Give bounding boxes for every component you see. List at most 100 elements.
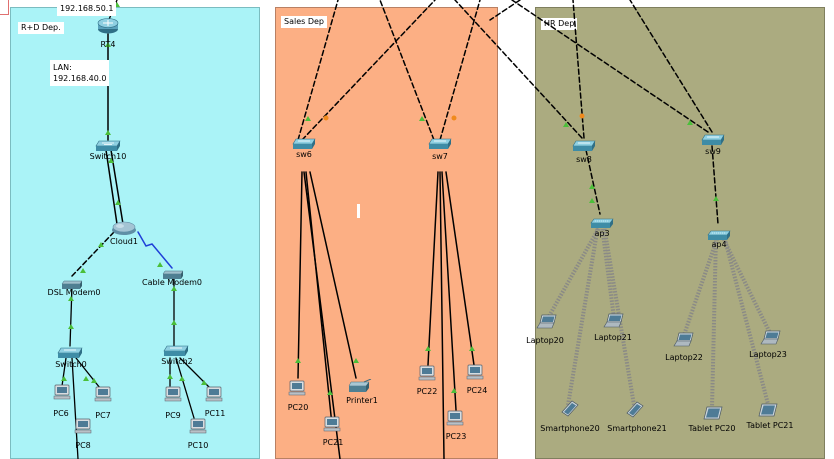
device-laptop22[interactable] [673,332,695,352]
zone-sales-label: Sales Dep [281,16,327,28]
label-laptop23: Laptop23 [749,350,787,359]
device-sw7[interactable] [428,136,452,155]
port-status-up [105,130,111,135]
lan-note: LAN: 192.168.40.0 [50,60,110,86]
link-sw7-up-a [379,0,435,141]
device-pc8[interactable] [74,418,92,438]
pc-icon [74,418,92,434]
device-sw6[interactable] [292,136,316,155]
label-laptop22: Laptop22 [665,353,703,362]
canvas-corner-mark [0,0,9,15]
port-status-up [327,390,333,395]
access-point-icon [590,218,614,228]
device-printer1[interactable] [348,378,372,397]
link-sw6-pc21 [305,171,333,426]
label-pc8: PC8 [75,441,91,450]
pc-icon [189,418,207,434]
wlink-ap3-laptop20 [546,225,602,319]
device-pc9[interactable] [164,386,182,406]
smartphone-icon [626,401,644,418]
port-status-up [353,358,359,363]
port-status-up [115,200,121,205]
port-status-up [167,374,173,379]
text-cursor [357,204,360,218]
device-pc11[interactable] [205,386,223,406]
device-laptop23[interactable] [760,330,782,350]
label-sw8: sw8 [576,155,592,164]
label-switch10: Switch10 [89,152,127,161]
device-pc10[interactable] [189,418,207,438]
link-sw8-up-a [454,0,583,139]
device-cable-modem0[interactable] [162,265,184,284]
device-laptop21[interactable] [603,313,625,333]
label-pc11: PC11 [204,409,226,418]
port-status-up [105,42,111,47]
pc-icon [446,410,464,426]
label-sw9: sw9 [705,147,721,156]
link-sw6-pc21-extra [303,171,341,459]
link-sw9-up-a [511,0,709,133]
device-ap3[interactable] [590,214,614,233]
port-status-up [83,376,89,381]
switch-icon [163,345,189,356]
link-dsl-switch0 [69,285,73,347]
device-tablet-pc20[interactable] [703,405,723,424]
device-ap4[interactable] [707,226,731,245]
router-icon [97,18,119,34]
port-status-up [179,376,185,381]
device-smartphone21[interactable] [625,401,645,423]
link-sw7-pc22 [427,171,439,366]
label-pc7: PC7 [95,411,111,420]
link-sw8-up-b [572,0,585,139]
tablet-icon [758,403,778,417]
link-sw9-ap4 [711,145,719,225]
link-switch2-pc10 [175,357,195,419]
device-sw8[interactable] [572,138,596,157]
laptop-icon [536,314,557,329]
port-status-up [563,122,569,127]
pc-icon [418,365,436,381]
port-status-up [98,242,104,247]
device-smartphone20[interactable] [560,400,580,422]
label-ap4: ap4 [711,240,727,249]
device-switch10[interactable] [95,138,121,157]
device-pc23[interactable] [446,410,464,430]
device-switch0[interactable] [57,345,83,364]
device-pc6[interactable] [53,384,71,404]
device-pc24[interactable] [466,364,484,384]
link-cloud1-dsl [71,231,115,277]
port-status-up [469,346,475,351]
link-sw8-ap3 [585,149,601,215]
label-smartphone21: Smartphone21 [607,424,667,433]
top-ip-note: 192.168.50.1 [57,2,117,16]
wlink-ap4-tablet20 [710,235,718,409]
zone-rd-label: R+D Dep. [18,22,64,34]
device-laptop20[interactable] [536,314,558,334]
wlink-ap3-laptop21 [600,225,616,319]
label-pc21: PC21 [322,438,344,447]
device-pc20[interactable] [288,380,306,400]
label-laptop20: Laptop20 [526,336,564,345]
tablet-icon [703,406,723,420]
port-status-down [451,115,457,121]
port-status-down [579,113,585,119]
device-dsl-modem0[interactable] [61,275,83,294]
device-rt4[interactable] [97,18,119,38]
device-sw9[interactable] [701,132,725,151]
pc-icon [164,386,182,402]
device-switch2[interactable] [163,343,189,362]
device-cloud1[interactable] [110,220,138,240]
device-tablet-pc21[interactable] [758,402,778,421]
label-printer1: Printer1 [346,396,378,405]
zone-hr-department[interactable]: HR Dep [535,7,825,459]
device-pc7[interactable] [94,386,112,406]
port-status-up [713,196,719,201]
link-switch0-pc8 [71,357,79,459]
label-ap3: ap3 [594,229,610,238]
device-pc22[interactable] [418,365,436,385]
modem-icon [61,280,83,289]
link-sw9-up-b [629,0,713,133]
device-pc21[interactable] [323,416,341,436]
link-sw6-up-b [301,0,436,141]
